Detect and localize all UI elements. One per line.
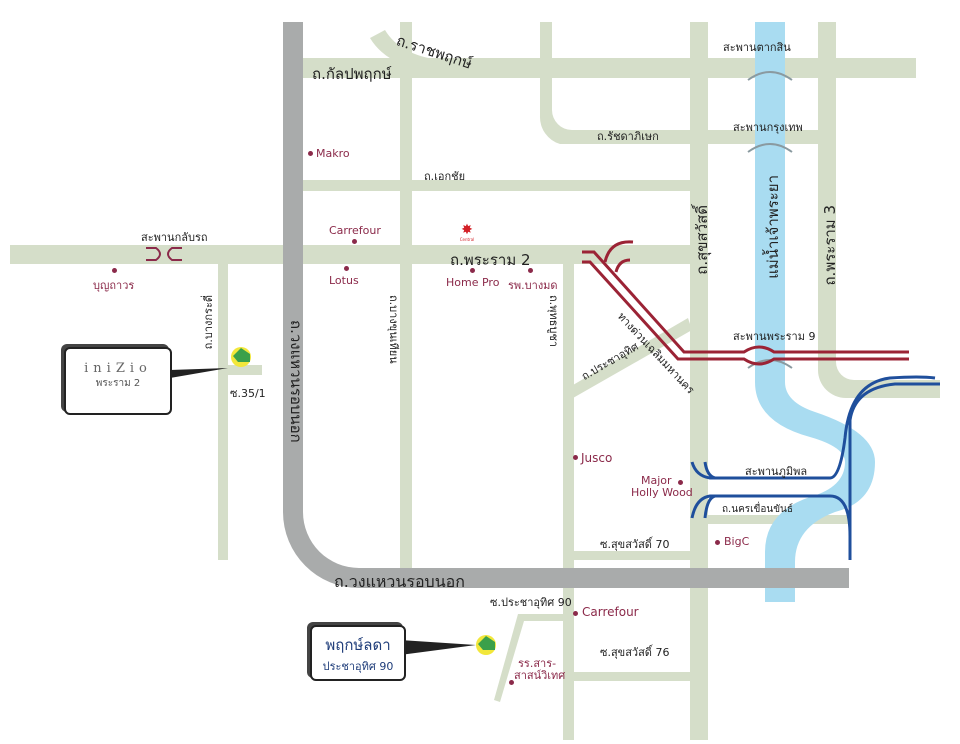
- label-rama2: ถ.พระราม 2: [450, 251, 531, 269]
- label-phutthabucha: ถ.พุทธบูชา: [547, 295, 560, 347]
- label-bang-kradi: ถ.บางกระดี่: [202, 295, 215, 350]
- callout-pointer: [400, 640, 476, 655]
- poi-dot: [573, 611, 578, 616]
- poi-makro: Makro: [316, 147, 350, 160]
- road-phutthabucha: [563, 264, 574, 740]
- label-suksawat: ถ.สุขสวัสดิ์: [693, 205, 711, 275]
- label-ring-road: ถ.วงแหวนรอบนอก: [334, 572, 465, 591]
- label-soi-35-1: ซ.35/1: [230, 387, 266, 400]
- callout-pointer: [170, 368, 228, 378]
- central-logo-icon: ✸ Central: [460, 222, 475, 242]
- label-soi-suksawat-76: ซ.สุขสวัสดิ์ 76: [600, 646, 670, 659]
- poi-major-2: Holly Wood: [631, 486, 693, 499]
- road-soi-suksawat-76: [573, 672, 691, 681]
- project-callout-inizio[interactable]: iniZio พระราม 2: [64, 347, 172, 415]
- poi-dot: [528, 268, 533, 273]
- u-turn-bridge-icon: [146, 247, 182, 261]
- expressway: [582, 240, 909, 366]
- poi-major-1: Major: [641, 474, 672, 487]
- label-u-turn-bridge: สะพานกลับรถ: [141, 231, 208, 244]
- label-ring-road-vertical: ถ.วงแหวนรอบนอก: [287, 320, 305, 443]
- label-bhumibol-bridge: สะพานภูมิพล: [745, 465, 808, 478]
- poi-dot: [509, 680, 514, 685]
- project-callout-pruklada[interactable]: พฤกษ์ลดา ประชาอุทิศ 90: [310, 625, 406, 681]
- road-soi-pracha-uthit-90: [494, 614, 564, 702]
- river-chao-phraya: [755, 22, 875, 602]
- poi-dot: [678, 480, 683, 485]
- poi-carrefour: Carrefour: [329, 224, 381, 237]
- poi-bigc: BigC: [724, 535, 750, 548]
- poi-dot: [112, 268, 117, 273]
- road-ekkachai: [300, 180, 692, 191]
- poi-bangmod-hospital: รพ.บางมด: [508, 279, 558, 292]
- project-sub: ประชาอุทิศ 90: [322, 660, 394, 673]
- label-river: แม่น้ำเจ้าพระยา: [764, 175, 782, 279]
- label-rama9-bridge: สะพานพระราม 9: [733, 330, 816, 343]
- poi-boonthavorn: บุญถาวร: [93, 279, 135, 292]
- road-ratchadaphisek: [539, 22, 822, 144]
- poi-dot: [344, 266, 349, 271]
- road-suksawat: [690, 22, 708, 740]
- poi-homepro: Home Pro: [446, 276, 500, 289]
- label-ratchadaphisek: ถ.รัชดาภิเษก: [597, 130, 659, 143]
- poi-dot: [573, 455, 578, 460]
- poi-dot: [715, 540, 720, 545]
- label-bang-khun-thian: ถ.บางขุนเทียน: [387, 295, 400, 364]
- poi-dot: [470, 268, 475, 273]
- project-sub: พระราม 2: [95, 378, 141, 389]
- label-kalapapruek: ถ.กัลปพฤกษ์: [312, 65, 392, 83]
- bhumibol-bridge: [690, 375, 940, 560]
- road-pracha-uthit: [573, 318, 692, 398]
- poi-dot: [308, 151, 313, 156]
- label-krungthep-bridge: สะพานกรุงเทพ: [733, 121, 803, 134]
- label-rama3: ถ.พระราม 3: [821, 205, 839, 286]
- label-ekkachai: ถ.เอกชัย: [424, 170, 466, 183]
- road-rama2: [10, 245, 700, 264]
- label-soi-pracha-uthit-90: ซ.ประชาอุทิศ 90: [490, 596, 572, 609]
- road-bang-khun-thian: [400, 22, 412, 572]
- road-ratchapruek: [370, 30, 480, 74]
- poi-school-1: รร.สาร-: [518, 657, 557, 670]
- poi-lotus: Lotus: [329, 274, 359, 287]
- poi-jusco: Jusco: [581, 451, 613, 465]
- svg-text:Central: Central: [460, 237, 475, 242]
- svg-text:✸: ✸: [461, 222, 473, 238]
- poi-school-2: สาสน์วิเทศ: [514, 669, 566, 682]
- road-soi-35-1: [228, 365, 262, 375]
- house-marker-icon: [231, 347, 496, 655]
- road-soi-suksawat-70: [573, 551, 691, 560]
- road-bang-kradi: [218, 264, 228, 560]
- label-nakhon-khuean-khan: ถ.นครเขื่อนขันธ์: [722, 504, 794, 515]
- project-brand: iniZio: [84, 361, 152, 376]
- label-taksin-bridge: สะพานตากสิน: [723, 41, 791, 54]
- poi-carrefour-2: Carrefour: [582, 605, 639, 619]
- poi-dot: [352, 239, 357, 244]
- label-soi-suksawat-70: ซ.สุขสวัสดิ์ 70: [600, 538, 670, 551]
- project-brand: พฤกษ์ลดา: [325, 636, 391, 654]
